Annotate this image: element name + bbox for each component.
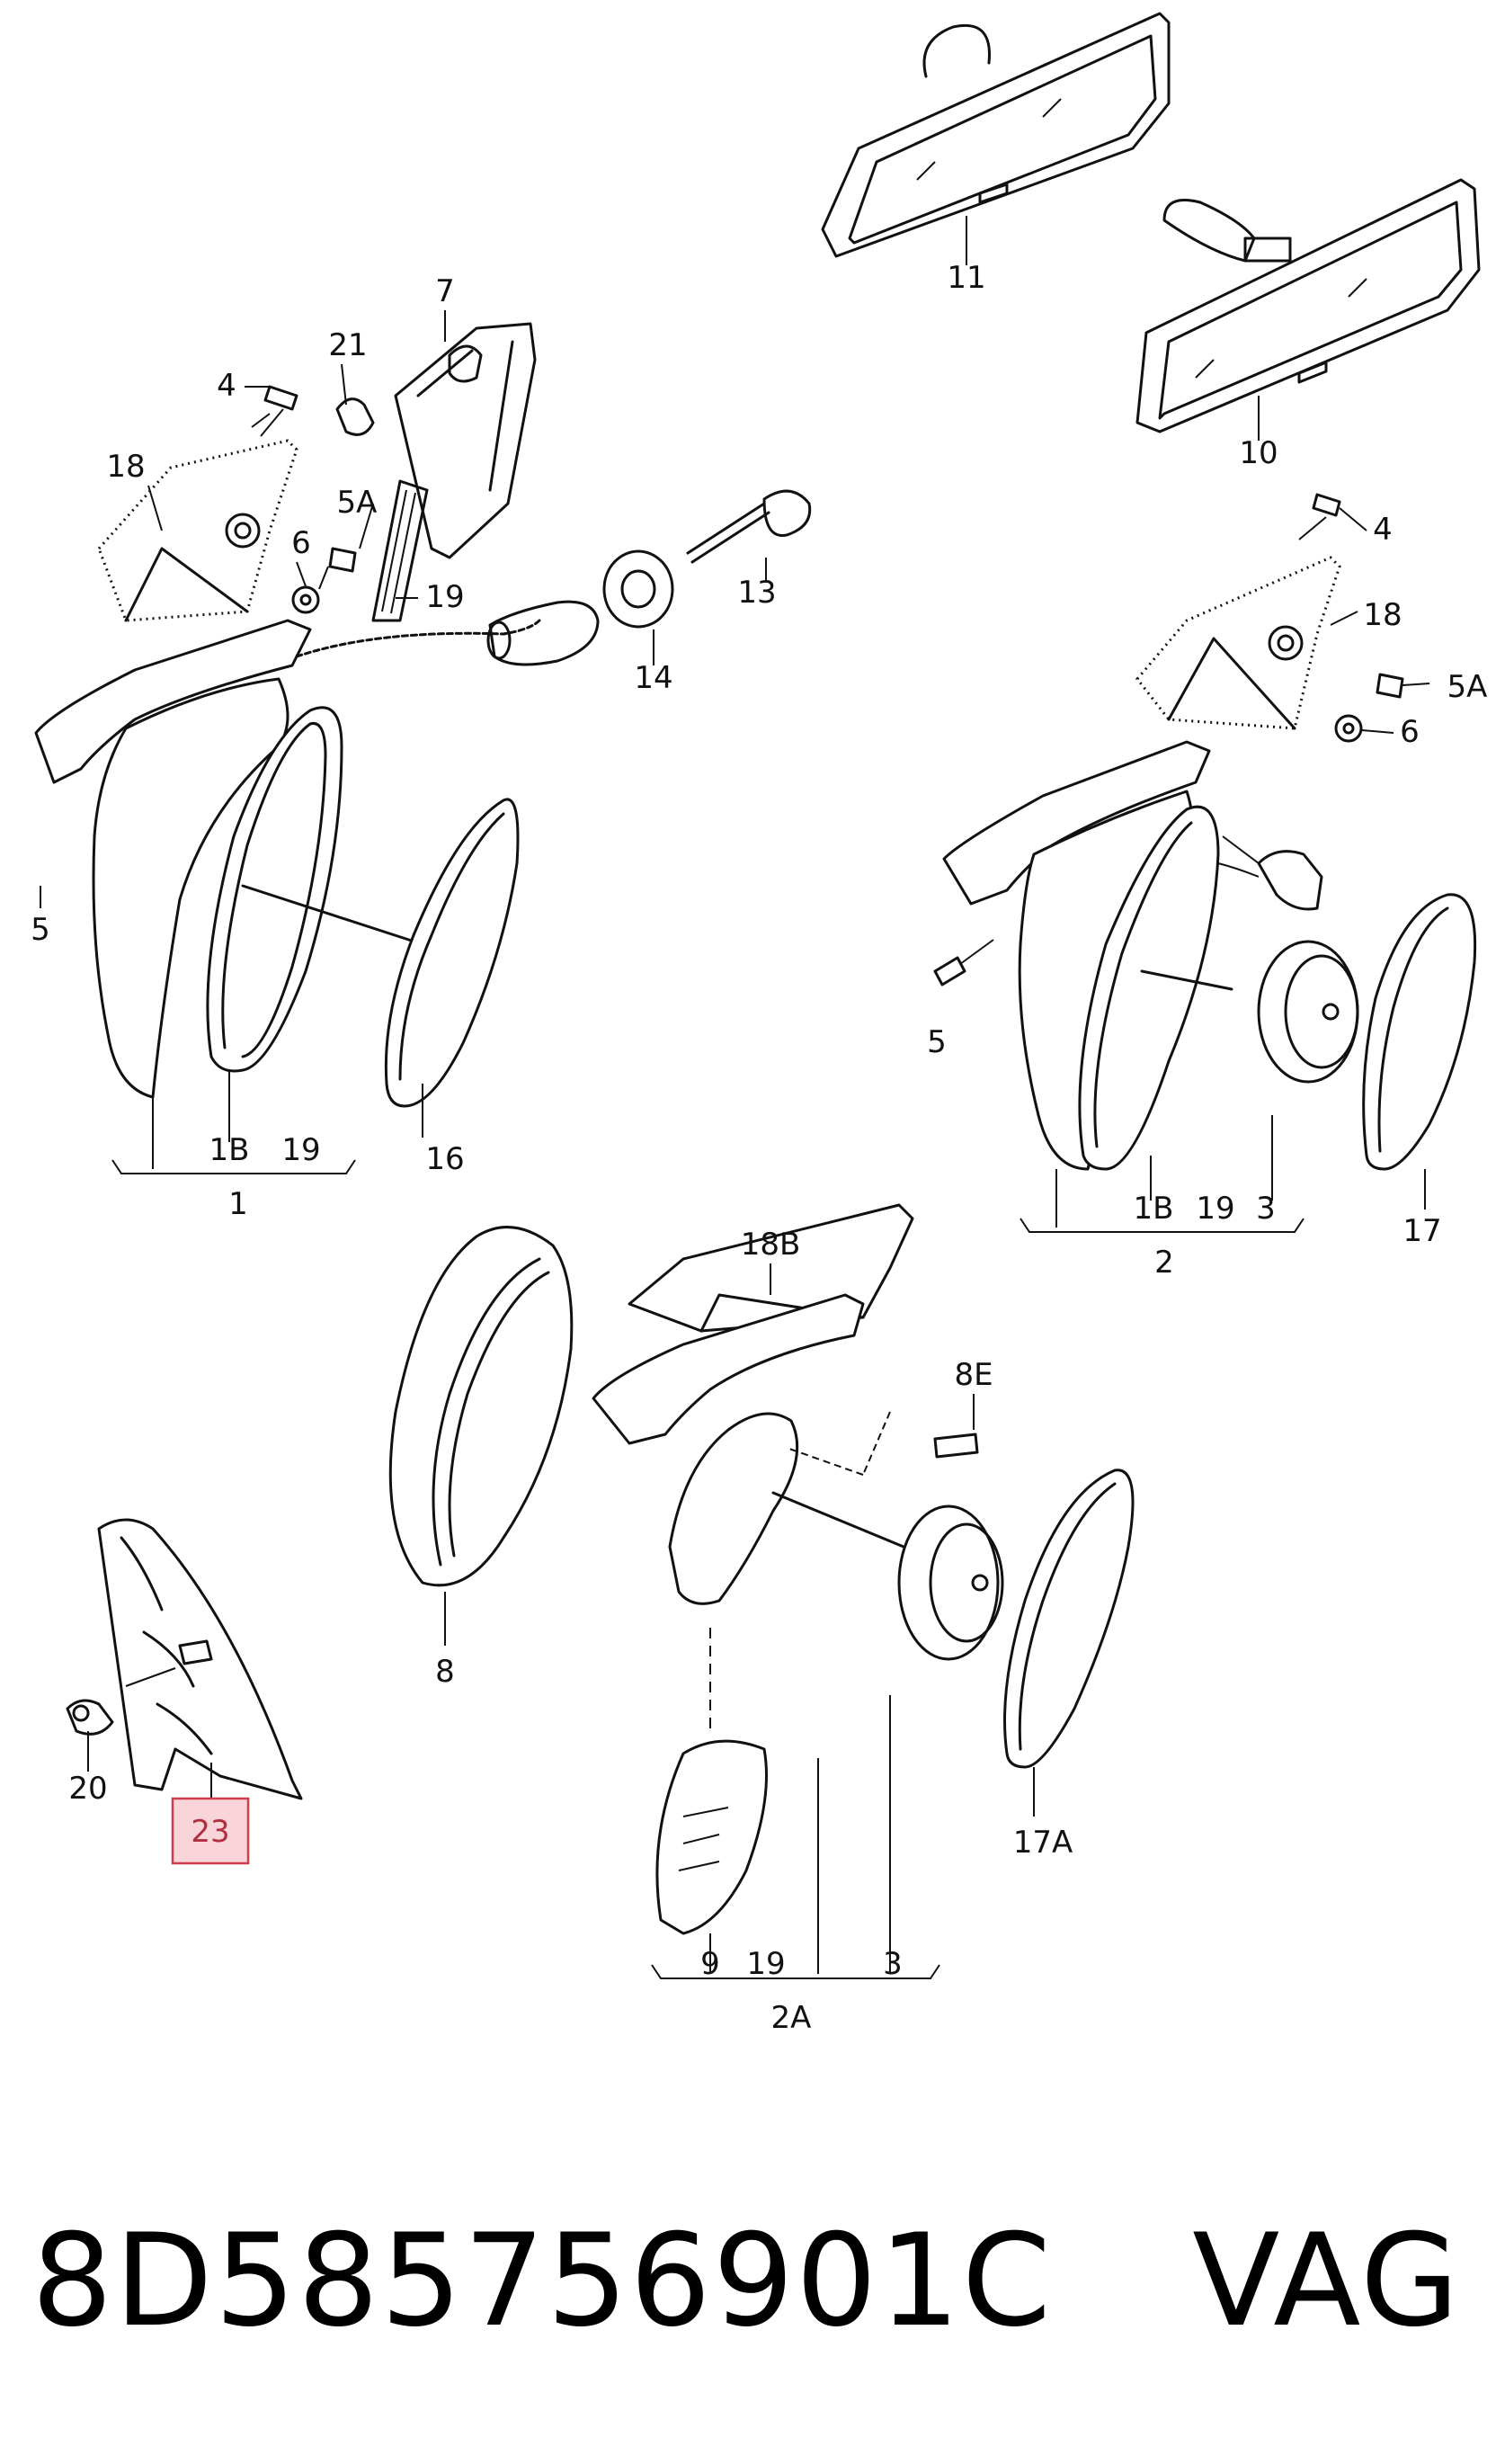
label-11: 11 [947, 260, 985, 296]
label-20: 20 [68, 1771, 107, 1807]
label-13: 13 [737, 575, 776, 611]
label-3: 3 [1256, 1191, 1276, 1227]
label-17: 17 [1402, 1213, 1441, 1249]
interior-mirror-11 [821, 12, 1171, 261]
part-number-footer: 8D585756901C VAG [31, 2207, 1461, 2355]
label-1b: 1B [209, 1132, 250, 1168]
highlight-23: 23 [171, 1763, 250, 1865]
label-19: 19 [1196, 1191, 1234, 1227]
label-18: 18 [1363, 597, 1402, 633]
door-mirror-assembly-2 [933, 493, 1477, 1233]
door-mirror-assembly-1 [34, 322, 812, 1174]
label-2: 2 [1154, 1245, 1174, 1281]
brand: VAG [1192, 2207, 1461, 2355]
label-5a: 5A [1447, 669, 1488, 705]
label-8e: 8E [954, 1357, 993, 1393]
label-10: 10 [1239, 435, 1278, 471]
label-5a: 5A [337, 485, 378, 521]
clip-20 [66, 1699, 114, 1736]
label-19: 19 [425, 579, 464, 615]
label-6: 6 [1400, 714, 1420, 750]
label-2a: 2A [771, 2000, 812, 2036]
label-7: 7 [435, 273, 455, 309]
label-4: 4 [217, 368, 236, 404]
label-9: 9 [700, 1946, 720, 1982]
label-1b: 1B [1134, 1191, 1174, 1227]
label-19: 19 [746, 1946, 785, 1982]
highlight-23-label: 23 [191, 1814, 229, 1850]
label-5: 5 [927, 1024, 947, 1060]
label-4: 4 [1373, 512, 1393, 548]
part-number: 8D585756901C [31, 2207, 1053, 2355]
label-14: 14 [634, 660, 672, 696]
label-18b: 18B [741, 1227, 801, 1263]
label-16: 16 [425, 1141, 464, 1177]
label-18: 18 [106, 449, 145, 485]
reference-labels: 1 1B 19 16 2 1B 19 3 17 2A 9 19 3 17A 4 … [31, 234, 1487, 2036]
label-8: 8 [435, 1654, 455, 1690]
label-19: 19 [281, 1132, 320, 1168]
label-1: 1 [228, 1186, 248, 1222]
label-3: 3 [883, 1946, 903, 1982]
trim-panel-23 [97, 1518, 303, 1800]
door-mirror-assembly-2A [388, 1203, 1135, 1979]
interior-mirror-10 [1135, 178, 1481, 433]
label-6: 6 [291, 525, 311, 561]
label-5: 5 [31, 912, 50, 948]
label-21: 21 [328, 327, 367, 363]
label-17a: 17A [1013, 1825, 1073, 1861]
